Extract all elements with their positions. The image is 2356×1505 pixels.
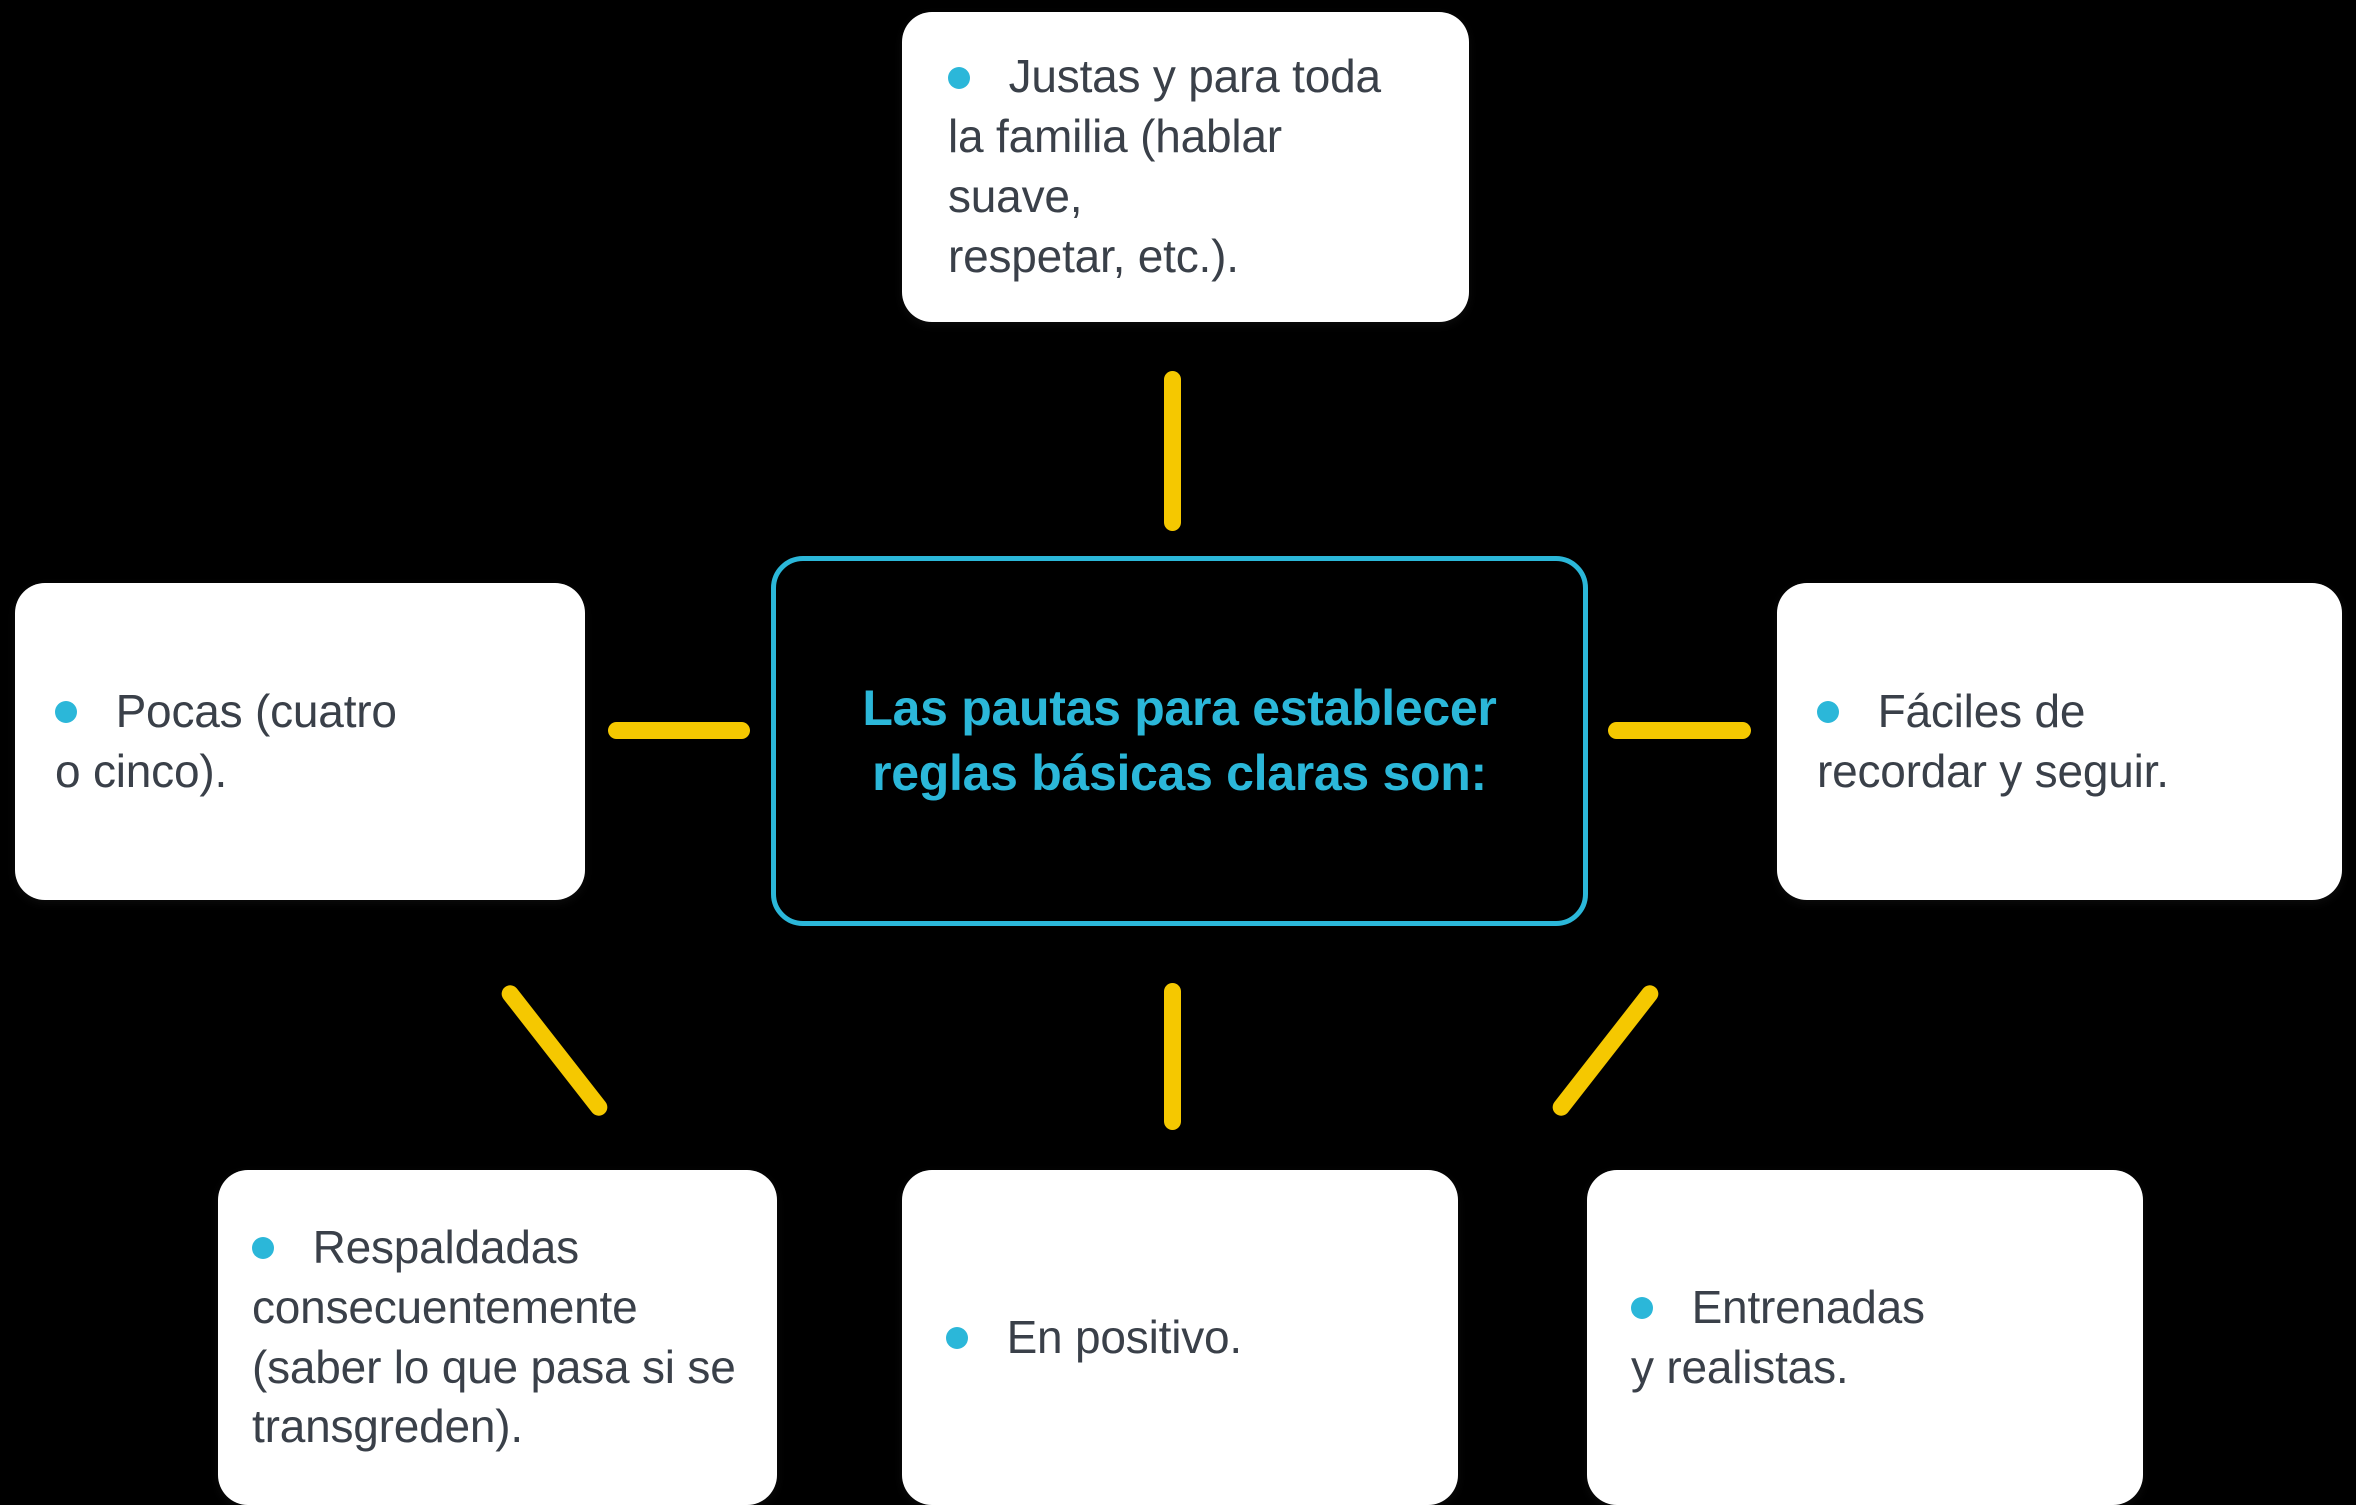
branch-label-faciles: Fáciles de recordar y seguir.	[1817, 684, 2169, 797]
branch-label-respaldadas: Respaldadas consecuentemente (saber lo q…	[252, 1220, 736, 1453]
card-body: Justas y para toda la familia (hablar su…	[902, 47, 1469, 286]
branch-card-faciles[interactable]: Fáciles de recordar y seguir.	[1777, 583, 2342, 900]
branch-label-pocas: Pocas (cuatro o cinco).	[55, 684, 397, 797]
branch-text-positivo: En positivo.	[946, 1308, 1414, 1368]
connector-center-to-bottom-left	[498, 981, 611, 1120]
branch-card-entrenadas[interactable]: Entrenadas y realistas.	[1587, 1170, 2143, 1505]
card-body: Respaldadas consecuentemente (saber lo q…	[218, 1218, 777, 1457]
branch-text-faciles: Fáciles de recordar y seguir.	[1817, 682, 2302, 802]
branch-text-pocas: Pocas (cuatro o cinco).	[55, 682, 545, 802]
card-body: Pocas (cuatro o cinco).	[15, 682, 585, 802]
branch-card-positivo[interactable]: En positivo.	[902, 1170, 1458, 1505]
center-node[interactable]: Las pautas para establecer reglas básica…	[771, 556, 1588, 926]
branch-label-positivo: En positivo.	[994, 1310, 1243, 1363]
connector-center-to-right	[1608, 722, 1751, 739]
branch-card-pocas[interactable]: Pocas (cuatro o cinco).	[15, 583, 585, 900]
bullet-dot-icon	[948, 66, 970, 89]
bullet-dot-icon	[55, 701, 77, 724]
bullet-dot-icon	[1631, 1297, 1653, 1320]
bullet-dot-icon	[1817, 701, 1839, 724]
branch-text-entrenadas: Entrenadas y realistas.	[1631, 1278, 2099, 1398]
connector-center-to-top	[1164, 371, 1181, 531]
bullet-dot-icon	[252, 1237, 274, 1260]
card-body: Fáciles de recordar y seguir.	[1777, 682, 2342, 802]
branch-text-respaldadas: Respaldadas consecuentemente (saber lo q…	[252, 1218, 743, 1457]
branch-text-justas: Justas y para toda la familia (hablar su…	[948, 47, 1423, 286]
connector-center-to-bottom-right	[1549, 981, 1662, 1120]
branch-label-entrenadas: Entrenadas y realistas.	[1631, 1280, 1925, 1393]
center-node-title: Las pautas para establecer reglas básica…	[862, 680, 1497, 801]
branch-card-respaldadas[interactable]: Respaldadas consecuentemente (saber lo q…	[218, 1170, 777, 1505]
branch-card-justas[interactable]: Justas y para toda la familia (hablar su…	[902, 12, 1469, 322]
bullet-dot-icon	[946, 1326, 968, 1349]
connector-center-to-left	[608, 722, 750, 739]
card-body: Entrenadas y realistas.	[1587, 1278, 2143, 1398]
branch-label-justas: Justas y para toda la familia (hablar su…	[948, 50, 1381, 282]
card-body: En positivo.	[902, 1308, 1458, 1368]
connector-center-to-bottom-center	[1164, 983, 1181, 1130]
